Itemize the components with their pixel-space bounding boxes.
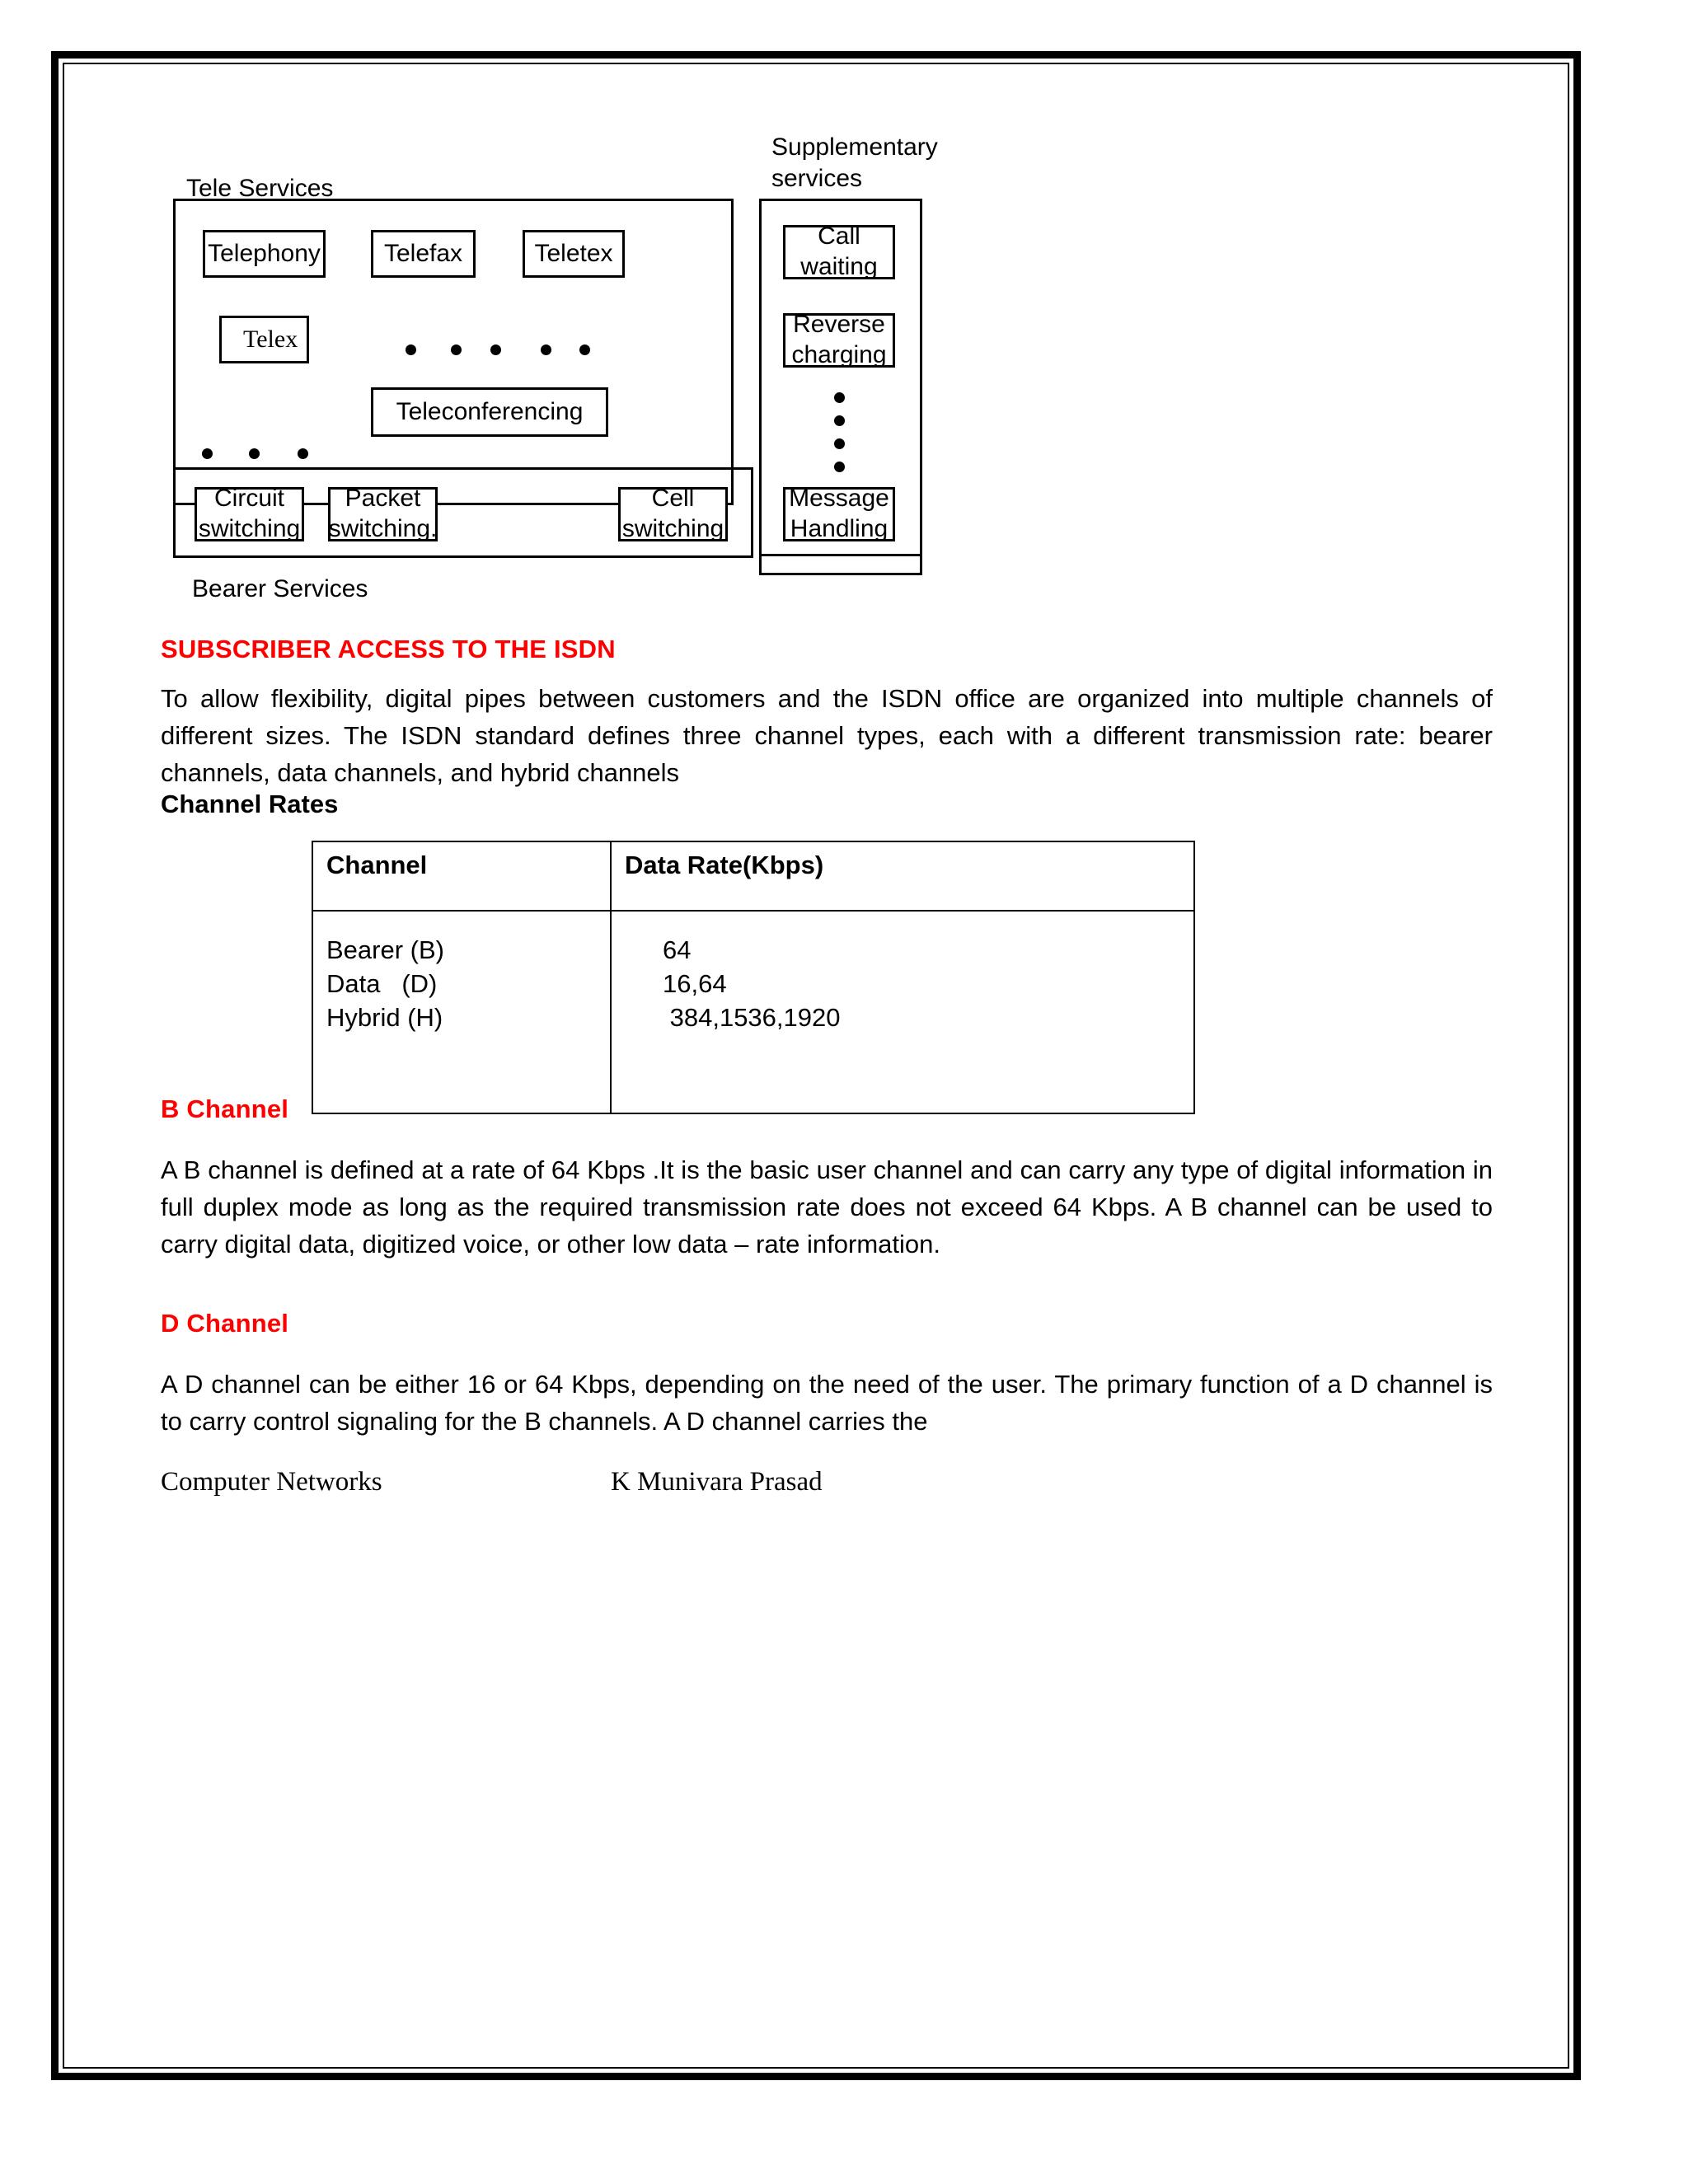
node-telex[interactable]: Telex — [219, 316, 309, 363]
ellipsis-dot — [834, 392, 845, 403]
node-circuit-switching[interactable]: Circuit switching — [195, 485, 304, 542]
channel-name: Bearer (B) — [326, 935, 444, 964]
channel-rate: 64 — [663, 935, 692, 964]
ellipsis-dot — [834, 415, 845, 426]
node-cell-switching[interactable]: Cell switching — [618, 485, 728, 542]
footer-left: Computer Networks — [161, 1467, 382, 1497]
bearer-services-container — [173, 467, 753, 558]
ellipsis-dot — [202, 448, 213, 459]
page-frame: Supplementary services Tele Services Bea… — [51, 51, 1581, 2080]
heading-d-channel: D Channel — [161, 1309, 289, 1338]
diagram-label-supplementary-services: Supplementary services — [771, 134, 938, 192]
heading-b-channel: B Channel — [161, 1094, 289, 1123]
channel-name: Data (D) — [326, 969, 438, 999]
ellipsis-dot — [451, 344, 462, 355]
node-reverse-charging[interactable]: Reverse charging — [783, 311, 895, 368]
diagram-label-tele-services: Tele Services — [186, 175, 334, 202]
node-teleconferencing[interactable]: Teleconferencing — [371, 387, 608, 437]
isdn-services-diagram: Supplementary services Tele Services Bea… — [64, 64, 1568, 602]
intro-paragraph: To allow flexibility, digital pipes betw… — [161, 684, 1493, 787]
table-header-row: Channel Data Rate(Kbps) — [312, 841, 1195, 912]
channel-name: Hybrid (H) — [326, 1003, 443, 1033]
table-header-channel: Channel — [312, 841, 612, 912]
node-telephony[interactable]: Telephony — [203, 230, 326, 278]
node-telefax[interactable]: Telefax — [371, 230, 476, 278]
section-heading-subscriber-access: SUBSCRIBER ACCESS TO THE ISDN — [161, 635, 616, 663]
ellipsis-dot — [406, 344, 416, 355]
table-cell-rates: 64 16,64 384,1536,1920 — [610, 910, 1195, 1114]
supplementary-services-container — [759, 199, 922, 575]
ellipsis-dot — [579, 344, 590, 355]
node-packet-switching[interactable]: Packet switching. — [328, 485, 438, 542]
channel-rate: 384,1536,1920 — [663, 1003, 841, 1033]
footer-right: K Munivara Prasad — [611, 1467, 823, 1497]
diagram-label-bearer-services: Bearer Services — [192, 575, 368, 602]
table-header-data-rate: Data Rate(Kbps) — [610, 841, 1195, 912]
b-channel-paragraph: A B channel is defined at a rate of 64 K… — [161, 1155, 1493, 1258]
page-content-area: Supplementary services Tele Services Bea… — [63, 63, 1569, 2069]
ellipsis-dot — [541, 344, 551, 355]
channel-rates-heading: Channel Rates — [161, 790, 339, 818]
node-teletex[interactable]: Teletex — [523, 230, 625, 278]
node-call-waiting[interactable]: Call waiting — [783, 223, 895, 280]
ellipsis-dot — [490, 344, 501, 355]
table-row: Bearer (B) Data (D) Hybrid (H) 64 16,64 … — [312, 910, 1195, 1114]
table-cell-channels: Bearer (B) Data (D) Hybrid (H) — [312, 910, 612, 1114]
ellipsis-dot — [249, 448, 260, 459]
channel-rates-table: Channel Data Rate(Kbps) Bearer (B) Data … — [312, 841, 1195, 1114]
channel-rate: 16,64 — [663, 969, 727, 999]
d-channel-paragraph: A D channel can be either 16 or 64 Kbps,… — [161, 1370, 1493, 1436]
tele-services-container — [173, 199, 734, 505]
supplementary-services-divider — [759, 554, 922, 556]
ellipsis-dot — [834, 462, 845, 472]
ellipsis-dot — [834, 438, 845, 449]
node-message-handling[interactable]: Message Handling — [783, 485, 895, 542]
ellipsis-dot — [298, 448, 308, 459]
